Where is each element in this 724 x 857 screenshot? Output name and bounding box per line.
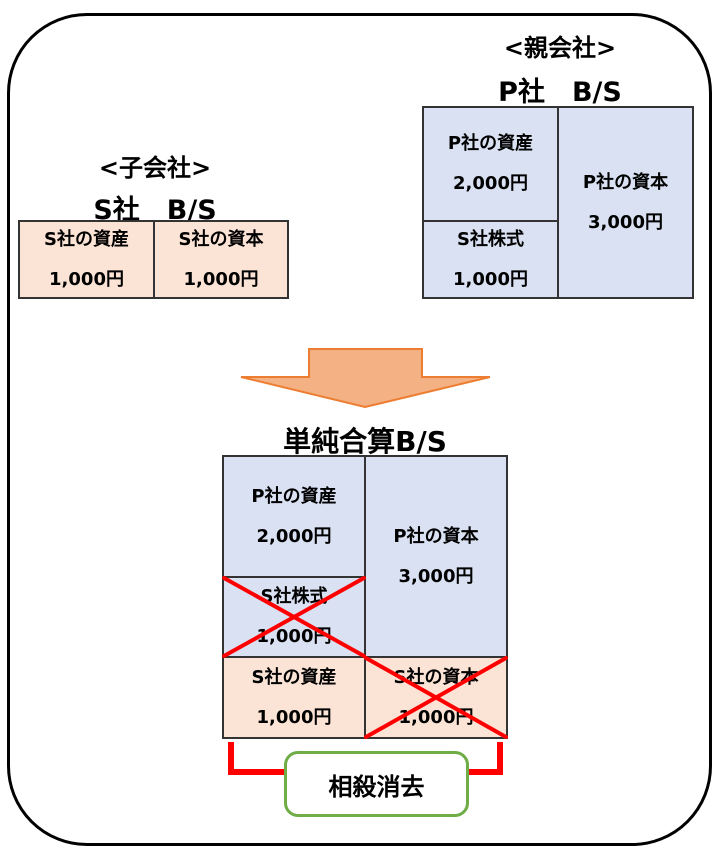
parent-capital-cell: P社の資本 3,000円 — [557, 106, 694, 299]
combined-p-asset-label: P社の資産 — [251, 485, 337, 507]
combined-s-stock-label: S社株式 — [260, 586, 328, 607]
parent-stock-label: S社株式 — [457, 228, 524, 250]
combined-s-stock-value: 1,000円 — [256, 626, 332, 647]
combined-p-capital-label: P社の資本 — [393, 525, 479, 547]
combined-s-asset-value: 1,000円 — [256, 706, 332, 728]
subsidiary-asset-label: S社の資産 — [44, 228, 129, 250]
elimination-box: 相殺消去 — [284, 751, 469, 817]
parent-bs-title: P社 B/S — [498, 77, 622, 108]
subsidiary-asset-value: 1,000円 — [49, 268, 124, 290]
combined-p-asset-value: 2,000円 — [256, 525, 332, 547]
combined-p-capital-value: 3,000円 — [398, 565, 474, 587]
combined-s-capital-cell: S社の資本 1,000円 — [364, 656, 508, 739]
subsidiary-capital-cell: S社の資本 1,000円 — [153, 220, 289, 299]
diagram-frame — [7, 13, 712, 846]
subsidiary-heading: <子会社> — [98, 154, 212, 182]
subsidiary-capital-value: 1,000円 — [183, 268, 259, 290]
parent-stock-cell: S社株式 1,000円 — [422, 220, 559, 299]
parent-stock-value: 1,000円 — [453, 268, 528, 290]
parent-capital-label: P社の資本 — [582, 171, 669, 193]
combined-s-capital-value: 1,000円 — [398, 706, 474, 728]
parent-heading: <親会社> — [503, 34, 617, 62]
parent-asset-cell: P社の資産 2,000円 — [422, 106, 559, 222]
combined-s-capital-label: S社の資本 — [393, 666, 479, 688]
combined-p-asset-cell: P社の資産 2,000円 — [222, 455, 366, 578]
combined-s-stock-cell: S社株式 1,000円 — [222, 576, 366, 658]
combined-p-capital-cell: P社の資本 3,000円 — [364, 455, 508, 658]
combined-s-asset-cell: S社の資産 1,000円 — [222, 656, 366, 739]
parent-capital-value: 3,000円 — [588, 211, 663, 233]
parent-asset-label: P社の資産 — [447, 133, 534, 154]
subsidiary-capital-label: S社の資本 — [178, 228, 264, 250]
combined-bs-title: 単純合算B/S — [283, 425, 447, 458]
parent-asset-value: 2,000円 — [453, 173, 528, 194]
subsidiary-asset-cell: S社の資産 1,000円 — [18, 220, 155, 299]
combined-s-asset-label: S社の資産 — [251, 666, 337, 688]
elimination-label: 相殺消去 — [328, 772, 425, 801]
